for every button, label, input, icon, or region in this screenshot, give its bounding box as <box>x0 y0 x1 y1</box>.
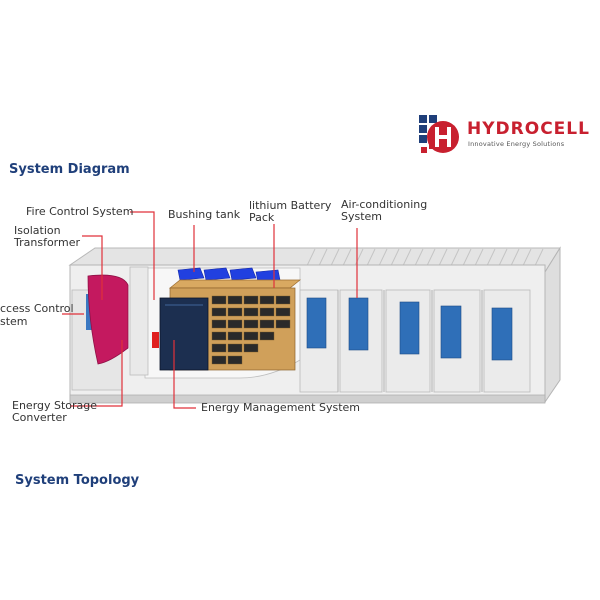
label-air-conditioning-line1: Air-conditioning <box>341 198 428 211</box>
ems-cabinet <box>159 297 209 371</box>
battery-cells <box>211 295 291 365</box>
leader-isolation-transformer <box>82 235 103 300</box>
label-lithium-battery-line2: Pack <box>249 211 275 224</box>
label-energy-storage-converter-line2: Converter <box>12 411 67 424</box>
label-isolation-transformer-line1: Isolation <box>14 224 61 237</box>
hydrocell-logo-icon <box>419 115 459 153</box>
label-lithium-battery-line1: lithium Battery <box>249 199 332 212</box>
container-base <box>69 394 546 404</box>
brand-tagline: Innovative Energy Solutions <box>468 140 565 148</box>
system-diagram-title: System Diagram <box>9 162 130 177</box>
fire-control-unit <box>152 332 159 348</box>
container-end <box>544 246 561 404</box>
label-access-control-line2: stem <box>0 315 28 328</box>
leader-lines <box>62 211 358 409</box>
isolation-transformer-panel <box>87 274 129 365</box>
label-access-control-line1: ccess Control <box>0 302 74 315</box>
brand-name: HYDROCELL <box>467 119 590 139</box>
partition-wall <box>129 266 149 376</box>
leader-fire-control <box>130 211 155 300</box>
label-energy-storage-converter-line1: Energy Storage <box>12 399 98 412</box>
door-hinges <box>337 290 483 392</box>
ac-door-windows <box>306 297 513 361</box>
label-fire-control-system: Fire Control System <box>26 205 134 218</box>
label-energy-management-system: Energy Management System <box>201 401 360 414</box>
label-isolation-transformer-line2: Transformer <box>14 236 81 249</box>
leader-energy-storage-converter <box>70 340 123 407</box>
brand-logo: HYDROCELL Innovative Energy Solutions <box>417 113 590 163</box>
label-bushing-tank: Bushing tank <box>168 208 241 221</box>
label-air-conditioning-line2: System <box>341 210 383 223</box>
battery-rack-top <box>169 279 301 289</box>
leader-ems <box>173 340 196 409</box>
system-topology-title: System Topology <box>15 473 140 488</box>
